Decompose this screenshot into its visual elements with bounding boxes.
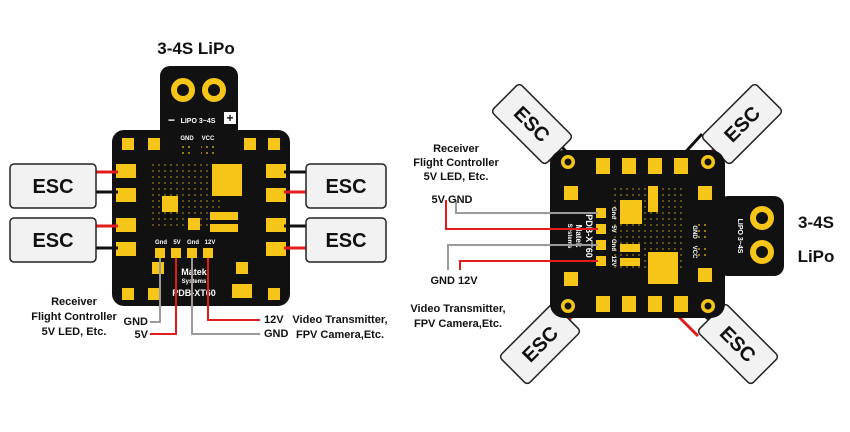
right-vtx-wires-label: GND 12V xyxy=(430,275,478,287)
right-vtx-line-1: Video Transmitter, xyxy=(410,303,505,315)
left-brand: Matek xyxy=(181,267,208,277)
left-esc-1-label: ESC xyxy=(32,176,73,198)
right-esc-1: ESC xyxy=(491,83,574,170)
left-pin-label-12v: 12V xyxy=(205,240,216,246)
right-brand-sub: Systems xyxy=(566,224,572,249)
left-battery-tab xyxy=(160,66,238,116)
right-battery-label-1: 3-4S xyxy=(798,213,834,232)
left-esc-4-label: ESC xyxy=(325,230,366,252)
left-minus-sign: − xyxy=(168,113,175,127)
right-battery-label-2: LiPo xyxy=(798,247,835,266)
left-diagram: 3-4S LiPo − LIPO 3~4S + GND VCC xyxy=(9,39,388,341)
left-vtx-12v: 12V xyxy=(264,314,284,326)
left-plus-sign: + xyxy=(226,111,233,125)
left-rx-gnd: GND xyxy=(124,316,149,328)
left-pin-label-gnd-1: Gnd xyxy=(155,240,167,246)
left-esc-3-label: ESC xyxy=(325,176,366,198)
left-vtx-gnd: GND xyxy=(264,328,289,340)
left-pad-gnd-label: GND xyxy=(180,136,194,142)
left-pad-vcc-label: VCC xyxy=(202,136,215,142)
right-pad-gnd-label: GND xyxy=(691,225,697,239)
right-rx-wires-label: 5V GND xyxy=(432,194,473,206)
right-pin-label-gnd-1: Gnd xyxy=(610,207,616,219)
right-pad-vcc-label: VCC xyxy=(691,246,697,259)
left-receiver-line-1: Receiver xyxy=(51,296,98,308)
right-board-battery-label: LIPO 3~4S xyxy=(736,219,743,254)
left-signal-wires xyxy=(150,258,260,335)
right-brand: Matek xyxy=(574,225,583,248)
left-esc-2-label: ESC xyxy=(32,230,73,252)
right-model: PDB-XT60 xyxy=(584,214,594,258)
right-vtx-line-2: FPV Camera,Etc. xyxy=(414,318,502,330)
left-pin-label-gnd-2: Gnd xyxy=(187,240,199,246)
right-signal-wires xyxy=(445,200,598,270)
left-esc-3: ESC xyxy=(305,163,387,209)
left-esc-4: ESC xyxy=(305,217,387,263)
right-receiver-line-1: Receiver xyxy=(433,143,480,155)
right-pin-label-gnd-2: Gnd xyxy=(610,239,616,251)
right-receiver-line-3: 5V LED, Etc. xyxy=(424,171,489,183)
left-battery-label: 3-4S LiPo xyxy=(157,39,234,58)
left-vtx-line-2: FPV Camera,Etc. xyxy=(296,329,384,341)
left-rx-5v: 5V xyxy=(135,329,149,341)
right-diagram: ESC ESC ESC ESC xyxy=(410,83,834,385)
left-esc-wires xyxy=(96,170,306,250)
left-brand-sub: Systems xyxy=(182,279,207,285)
left-board-battery-label: LIPO 3~4S xyxy=(181,118,216,125)
left-model: PDB-XT60 xyxy=(172,288,216,298)
right-pin-label-12v: 12V xyxy=(610,256,616,267)
left-esc-1: ESC xyxy=(9,163,97,209)
left-receiver-line-3: 5V LED, Etc. xyxy=(42,326,107,338)
left-pin-label-5v: 5V xyxy=(173,240,180,246)
right-receiver-line-2: Flight Controller xyxy=(413,157,499,169)
left-vtx-line-1: Video Transmitter, xyxy=(292,314,387,326)
left-esc-2: ESC xyxy=(9,217,97,263)
right-battery-tab xyxy=(718,196,784,276)
left-receiver-line-2: Flight Controller xyxy=(31,311,117,323)
right-pin-label-5v: 5V xyxy=(610,225,616,232)
